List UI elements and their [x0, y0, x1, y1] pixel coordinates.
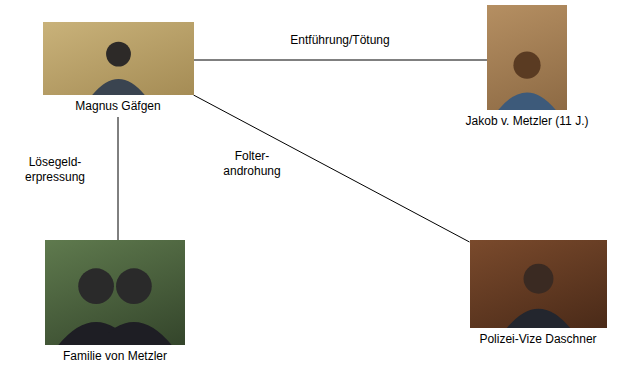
person-silhouette [470, 240, 607, 328]
photo-placeholder [43, 22, 194, 95]
shoulders [92, 79, 145, 95]
relation-label: Folter- androhung [221, 149, 282, 179]
person-silhouette [45, 240, 185, 345]
shoulders [96, 322, 172, 345]
person-caption: Jakob v. Metzler (11 J.) [464, 114, 591, 128]
relation-label: Lösegeld- erpressung [23, 155, 87, 185]
shoulders [506, 309, 569, 328]
person-silhouette [487, 5, 567, 110]
head [78, 268, 114, 304]
relation-line [194, 60, 488, 61]
head [106, 42, 131, 67]
photo-node: Magnus Gäfgen [41, 22, 196, 113]
person-silhouette [43, 22, 194, 95]
photo-placeholder [45, 240, 185, 345]
relation-label: Entführung/Tötung [288, 33, 391, 48]
head [116, 268, 152, 304]
person-caption: Familie von Metzler [43, 349, 187, 363]
photo-node: Polizei-Vize Daschner [468, 240, 609, 346]
shoulders [498, 92, 556, 110]
person-caption: Polizei-Vize Daschner [468, 332, 609, 346]
photo-node: Jakob v. Metzler (11 J.) [464, 5, 591, 128]
head [523, 264, 553, 294]
photo-placeholder [487, 5, 567, 110]
head [513, 52, 540, 79]
photo-node: Familie von Metzler [43, 240, 187, 363]
relation-line [118, 117, 119, 240]
photo-placeholder [470, 240, 607, 328]
person-caption: Magnus Gäfgen [41, 99, 196, 113]
relation-line [194, 95, 470, 242]
